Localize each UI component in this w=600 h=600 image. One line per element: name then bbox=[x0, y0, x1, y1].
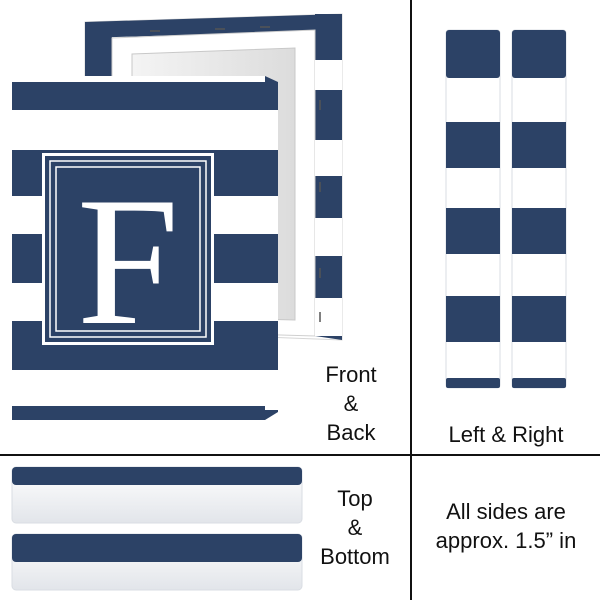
top-bottom-label-line3: Bottom bbox=[320, 544, 390, 569]
front-back-label-line1: Front bbox=[325, 362, 377, 387]
side-strip-right bbox=[511, 29, 567, 389]
front-back-label-line3: Back bbox=[326, 420, 376, 445]
edge-strip-top bbox=[11, 466, 303, 524]
front-back-label-line2: & bbox=[343, 391, 359, 416]
framed-letter-monogram-icon: F bbox=[42, 153, 214, 363]
left-right-label: Left & Right bbox=[448, 422, 564, 447]
divider-horizontal bbox=[0, 454, 600, 456]
top-bottom-label-line1: Top bbox=[337, 486, 373, 511]
side-depth-note: All sides are approx. 1.5” in bbox=[412, 497, 600, 555]
edge-strip-bottom bbox=[11, 533, 303, 591]
front-back-label: Front & Back bbox=[296, 360, 406, 447]
top-bottom-label-line2: & bbox=[347, 515, 363, 540]
divider-vertical bbox=[410, 0, 412, 600]
side-depth-note-line1: All sides are bbox=[446, 499, 566, 524]
canvas-front: F bbox=[12, 76, 278, 420]
monogram-letter: F bbox=[77, 159, 179, 363]
top-bottom-label: Top & Bottom bbox=[300, 484, 410, 571]
side-strip-left bbox=[445, 29, 501, 389]
side-depth-note-line2: approx. 1.5” in bbox=[435, 528, 577, 553]
